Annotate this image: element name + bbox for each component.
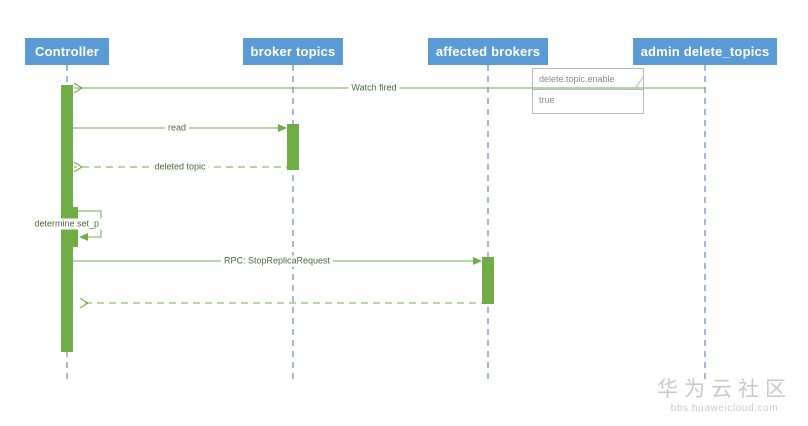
participant-broker-topics-label: broker topics	[250, 44, 336, 59]
message-label-stop-replica-request: RPC: StopReplicaRequest	[220, 255, 334, 267]
watermark: 华为云社区 bbs.huaweicloud.com	[657, 377, 792, 416]
watermark-url-text: bbs.huaweicloud.com	[670, 403, 779, 414]
note-delete-topic-enable: delete.topic.enable true	[532, 68, 644, 114]
watermark-cn-text: 华为云社区	[657, 377, 792, 401]
activation-broker-topics-read	[287, 124, 299, 170]
message-label-deleted-topic: deleted topic	[151, 161, 209, 173]
participant-admin-delete-topics[interactable]: admin delete_topics	[633, 38, 777, 65]
activation-affected-brokers-rpc	[482, 257, 494, 304]
participant-admin-delete-topics-label: admin delete_topics	[640, 44, 770, 59]
note-fold-corner	[631, 69, 643, 89]
message-arrows	[73, 88, 705, 303]
participant-affected-brokers[interactable]: affected brokers	[428, 38, 548, 65]
participant-affected-brokers-label: affected brokers	[435, 44, 541, 59]
note-line-key: delete.topic.enable	[539, 74, 615, 84]
participant-controller[interactable]: Controller	[25, 38, 109, 65]
message-label-read: read	[164, 122, 190, 134]
message-label-determine-set-p: determine set_p	[32, 218, 101, 230]
participant-controller-label: Controller	[34, 44, 100, 59]
arrow-determine-set-p	[73, 210, 102, 241]
participant-broker-topics[interactable]: broker topics	[243, 38, 343, 65]
activation-bars	[61, 85, 494, 352]
note-line-value: true	[539, 95, 555, 105]
message-label-watch-fired: Watch fired	[348, 82, 400, 94]
